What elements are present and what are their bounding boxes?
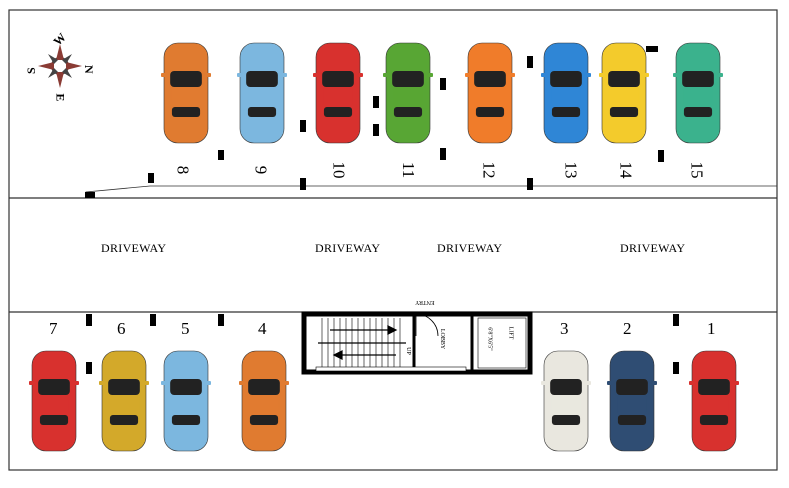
bottom-bollards (86, 314, 679, 374)
slot-number: 2 (623, 319, 632, 338)
car-icon (599, 42, 649, 144)
slot-number: 9 (251, 165, 271, 175)
up-label: UP (404, 347, 411, 355)
top-parking-edge (9, 185, 777, 199)
lobby-label: LOBBY (439, 328, 446, 350)
slot-number: 13 (561, 161, 581, 179)
compass-s: S (23, 67, 38, 74)
car-icon (161, 42, 211, 144)
entry-label: ENTRY (415, 299, 435, 305)
slot-number: 14 (616, 161, 636, 179)
slot-number: 8 (173, 165, 193, 175)
car-icon (541, 42, 591, 144)
slot-number: 15 (687, 161, 707, 179)
car-icon (541, 350, 591, 452)
car-icon (29, 350, 79, 452)
top-cars (161, 42, 723, 144)
compass-icon (38, 44, 82, 88)
driveway-label: DRIVEWAY (101, 241, 167, 255)
site-boundary (8, 9, 778, 471)
car-icon (465, 42, 515, 144)
car-icon (237, 42, 287, 144)
car-icon (239, 350, 289, 452)
driveway-label: DRIVEWAY (315, 241, 381, 255)
car-icon (607, 350, 657, 452)
slot-number: 7 (49, 319, 58, 338)
car-icon (689, 350, 739, 452)
slot-number: 4 (258, 319, 267, 338)
driveway-label: DRIVEWAY (620, 241, 686, 255)
slot-number: 5 (181, 319, 190, 338)
slot-number: 1 (707, 319, 716, 338)
bottom-cars (29, 350, 739, 452)
slot-number: 12 (479, 161, 499, 179)
car-icon (673, 42, 723, 144)
slot-number: 6 (117, 319, 126, 338)
car-icon (383, 42, 433, 144)
slot-number: 10 (329, 161, 349, 179)
stair-core (301, 311, 533, 375)
compass-e: E (53, 93, 68, 102)
lift-size-label: 6'8"X6'5" (486, 327, 493, 351)
car-icon (161, 350, 211, 452)
compass-n: N (81, 65, 96, 74)
driveway-label: DRIVEWAY (437, 241, 503, 255)
top-bollards (85, 46, 664, 198)
slot-number: 11 (399, 161, 419, 179)
car-icon (99, 350, 149, 452)
car-icon (313, 42, 363, 144)
lift-label: LIFT (507, 326, 514, 340)
slot-number: 3 (560, 319, 569, 338)
